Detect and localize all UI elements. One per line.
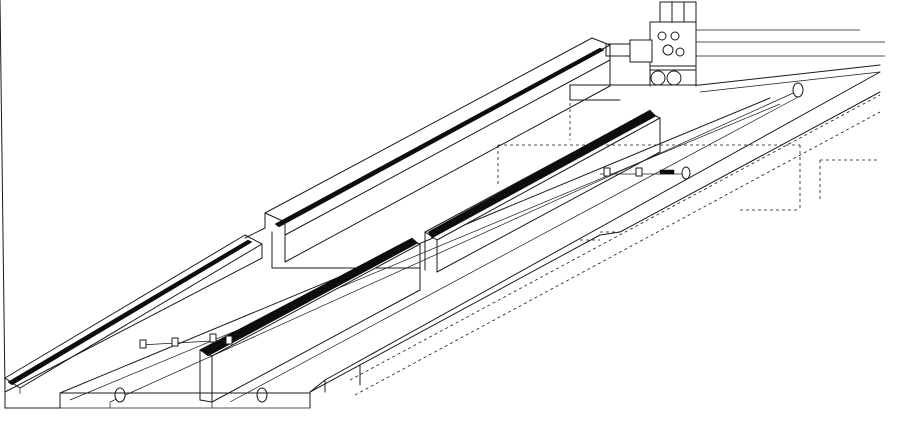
stop-block-icon xyxy=(171,337,179,347)
lower-step xyxy=(309,91,881,393)
stop-block-icon xyxy=(209,333,217,343)
stop-block-icon xyxy=(635,167,643,177)
center-rail-lower xyxy=(199,237,421,403)
machine-housing xyxy=(659,1,697,25)
guide-cables xyxy=(109,89,801,403)
stop-block-icon xyxy=(225,335,233,345)
gear-icon xyxy=(662,44,674,56)
pulley-icon xyxy=(114,387,126,403)
drum-icon xyxy=(650,70,666,86)
stop-block-icon xyxy=(603,167,611,177)
drum-icon xyxy=(666,70,682,86)
bottom-edge xyxy=(59,268,421,408)
center-rail-upper xyxy=(424,109,661,273)
hidden-trough xyxy=(349,85,881,396)
rail-upper xyxy=(244,37,611,269)
drive-machine xyxy=(605,1,885,87)
pulley-icon xyxy=(792,82,804,98)
gear-icon xyxy=(670,31,680,41)
pulley-icon xyxy=(681,166,691,180)
upper-platform xyxy=(569,64,881,101)
gear-icon xyxy=(657,31,667,41)
machine-body xyxy=(649,21,697,67)
rail-left xyxy=(0,0,263,394)
stop-bar-icon xyxy=(659,169,675,175)
pulley-markers xyxy=(114,82,804,403)
stop-block-icon xyxy=(139,339,147,349)
machine-side-box xyxy=(629,39,653,63)
gear-icon xyxy=(675,47,685,57)
pulley-icon xyxy=(256,387,268,403)
